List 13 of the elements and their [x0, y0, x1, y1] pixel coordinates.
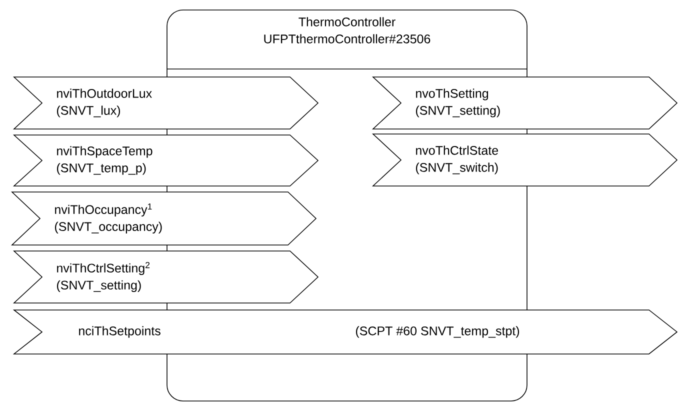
node-label: (SCPT #60 SNVT_temp_stpt)	[356, 326, 520, 338]
node-label: (SNVT_setting)	[416, 106, 500, 118]
variable-tag: nviThCtrlSetting$^{2}$ (SNVT_setting)	[13, 250, 319, 304]
variable-tag: nviThOccupancy$^{1}$ (SNVT_occupancy)	[11, 192, 317, 246]
variable-tag: nvoThCtrlState (SNVT_switch)	[372, 134, 678, 186]
node-label: nciThSetpoints	[79, 326, 160, 338]
variable-tag: nciThSetpoints (SCPT #60 SNVT_temp_stpt)	[12, 310, 678, 354]
node-label: nvoThCtrlState	[416, 146, 498, 155]
variable-tag: nviThSpaceTemp (SNVT_temp_p)	[12, 134, 319, 186]
variable-tag: nvoThSetting (SNVT_setting)	[372, 76, 678, 130]
variable-tag: nviThOutdoorLux (SNVT_lux)	[13, 76, 319, 130]
node-label: (SNVT_switch)	[416, 162, 498, 174]
node-label: nvoThSetting	[416, 88, 488, 100]
